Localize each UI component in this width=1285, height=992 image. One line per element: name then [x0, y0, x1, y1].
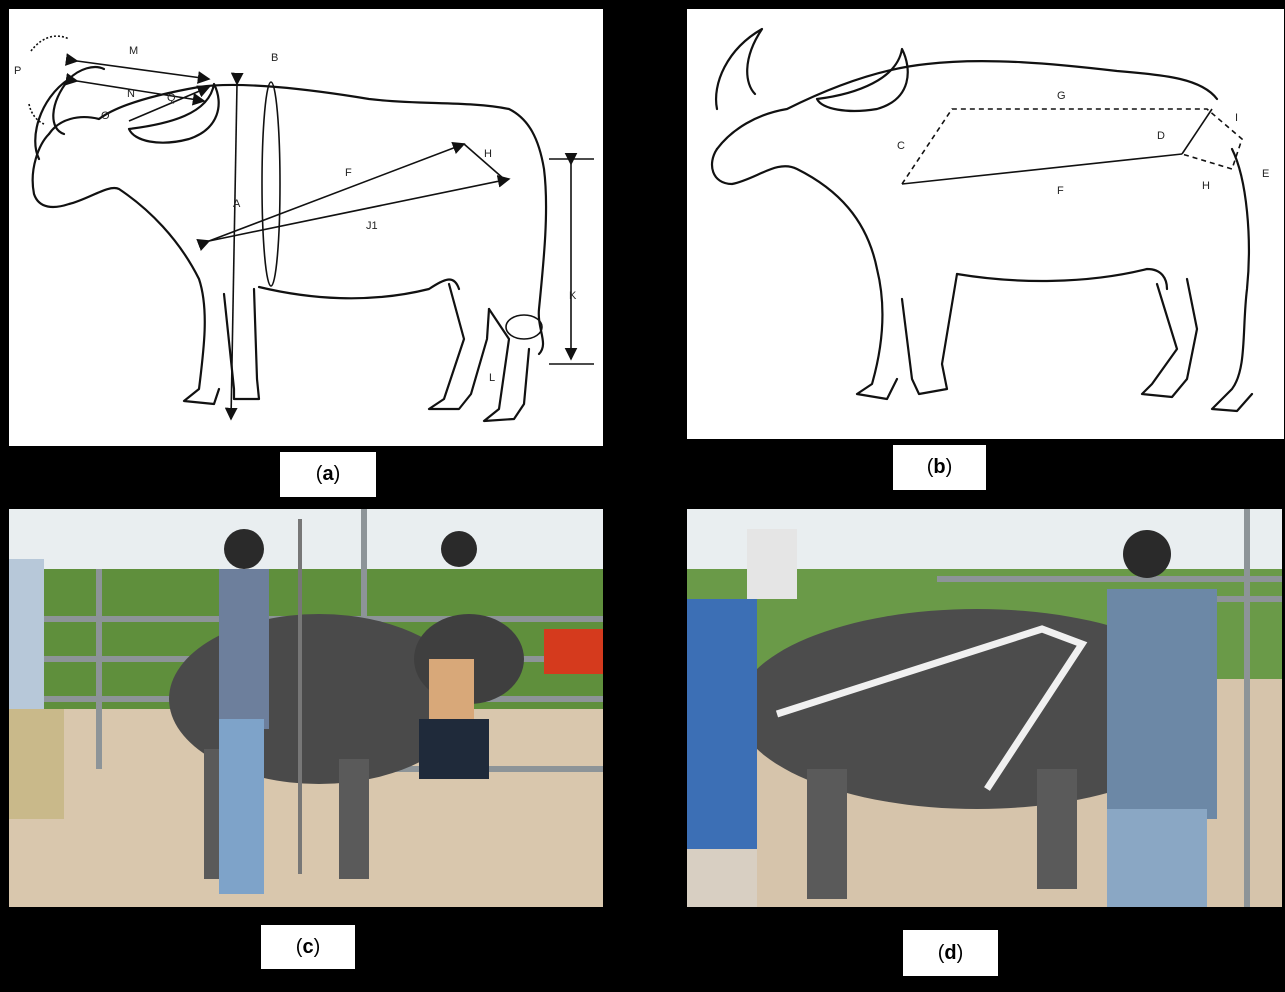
- buffalo-outline-b: [712, 29, 1252, 411]
- label-O: O: [101, 110, 110, 122]
- measurement-photo-c: [9, 509, 603, 907]
- person-holding-tape-d: [687, 599, 757, 859]
- caption-b-letter: b: [933, 456, 945, 479]
- buffalo-measurement-diagram-a: M P N O Q B A F H J1 K L: [9, 9, 603, 446]
- person-measuring-d: [1107, 589, 1217, 819]
- diagram-panel-b: G C D I E F H: [687, 9, 1284, 439]
- caption-c-letter: c: [302, 936, 313, 959]
- label-I: I: [1235, 112, 1238, 124]
- caption-d-close: ): [957, 942, 964, 965]
- label-A: A: [233, 198, 241, 210]
- label-M: M: [129, 45, 138, 57]
- caption-c-open: (: [296, 936, 303, 959]
- measurement-lines-a: [29, 36, 594, 419]
- caption-d-open: (: [938, 942, 945, 965]
- label-Q: Q: [167, 92, 176, 104]
- caption-a-letter: a: [322, 463, 333, 486]
- label-B: B: [271, 52, 278, 64]
- caption-c: (c): [261, 925, 355, 969]
- caption-a-close: ): [334, 463, 341, 486]
- caption-b: (b): [893, 445, 986, 490]
- label-C: C: [897, 140, 905, 152]
- measurement-lines-b: [902, 109, 1242, 184]
- caption-d-letter: d: [944, 942, 956, 965]
- caption-a: (a): [280, 452, 376, 497]
- label-N: N: [127, 88, 135, 100]
- label-H: H: [484, 148, 492, 160]
- caption-b-open: (: [927, 456, 934, 479]
- caption-c-close: ): [314, 936, 321, 959]
- label-L: L: [489, 372, 495, 384]
- label-D: D: [1157, 130, 1165, 142]
- label-K: K: [569, 290, 577, 302]
- measurement-photo-d: [687, 509, 1282, 907]
- caption-d: (d): [903, 930, 998, 976]
- caption-b-close: ): [946, 456, 953, 479]
- caption-a-open: (: [316, 463, 323, 486]
- label-P: P: [14, 65, 21, 77]
- measuring-stick-c: [298, 519, 302, 874]
- label-H: H: [1202, 180, 1210, 192]
- label-J1: J1: [366, 220, 378, 232]
- person-measuring-c: [219, 569, 269, 729]
- diagram-panel-a: M P N O Q B A F H J1 K L: [9, 9, 603, 446]
- label-E: E: [1262, 168, 1269, 180]
- photo-panel-c: [9, 509, 603, 907]
- buffalo-measurement-diagram-b: G C D I E F H: [687, 9, 1284, 439]
- photo-panel-d: [687, 509, 1282, 907]
- label-F: F: [345, 167, 352, 179]
- label-F: F: [1057, 185, 1064, 197]
- buffalo-outline-a: [33, 67, 546, 421]
- label-G: G: [1057, 90, 1066, 102]
